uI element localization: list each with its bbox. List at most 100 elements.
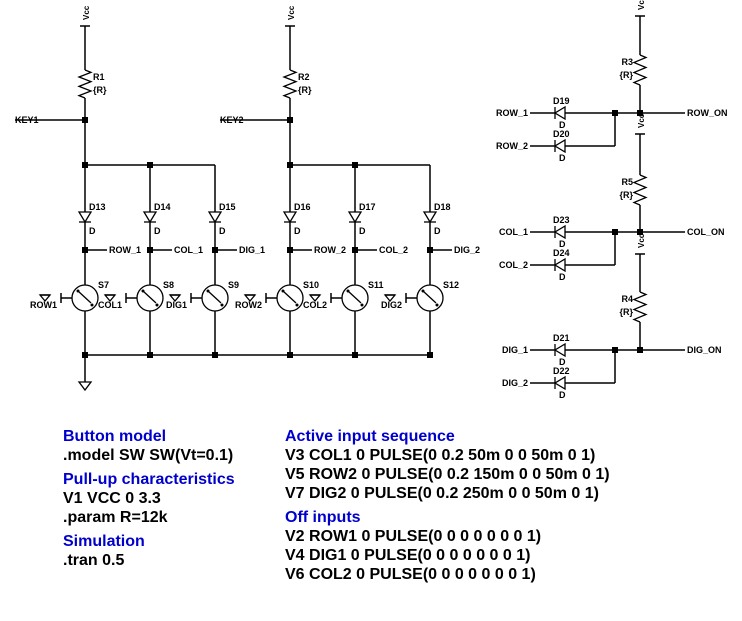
resistor-zigzag: [77, 69, 93, 99]
key-net-label: KEY1: [15, 115, 39, 125]
net-label: DIG_1: [239, 245, 265, 255]
resistor-name: R3: [621, 57, 633, 67]
net-label: COL_2: [499, 260, 528, 270]
diode-triangle: [553, 342, 566, 358]
diode-name: D13: [89, 202, 106, 212]
diode-model: D: [359, 226, 366, 236]
switch-blade: [282, 290, 297, 304]
pullup-line: .param R=12k: [63, 509, 168, 526]
switch-contact: [435, 303, 439, 307]
ground-icon: [168, 294, 182, 303]
junction-dot: [82, 117, 88, 123]
button-model-header: Button model: [63, 428, 167, 445]
resistor-name: R2: [298, 72, 310, 82]
switch-ctrl-label: ROW2: [235, 300, 262, 310]
switch-blade: [207, 290, 222, 304]
simulation-line: .tran 0.5: [63, 552, 125, 569]
pullup-header: Pull-up characteristics: [63, 471, 235, 488]
net-label: DIG_2: [454, 245, 480, 255]
switch-ctrl-label: DIG1: [166, 300, 187, 310]
off-header: Off inputs: [285, 509, 361, 526]
switch-blade: [347, 290, 362, 304]
vcc-label: Vcc: [637, 0, 646, 10]
active-line: V7 DIG2 0 PULSE(0 0.2 250m 0 0 50m 0 1): [285, 485, 599, 502]
net-label: ROW_2: [496, 141, 528, 151]
out-net-label: ROW_ON: [687, 108, 728, 118]
resistor-zigzag: [632, 54, 648, 86]
diode-model: D: [294, 226, 301, 236]
off-line: V4 DIG1 0 PULSE(0 0 0 0 0 0 0 1): [285, 547, 531, 564]
vcc-label: Vcc: [637, 113, 646, 128]
diode-name: D17: [359, 202, 376, 212]
vcc-label: Vcc: [637, 233, 646, 248]
switch-ctrl-label: ROW1: [30, 300, 57, 310]
diode-model: D: [559, 239, 566, 249]
switch-blade: [142, 290, 157, 304]
resistor-zigzag: [282, 69, 298, 99]
simulation-header: Simulation: [63, 533, 145, 550]
diode-name: D18: [434, 202, 451, 212]
diode-name: D14: [154, 202, 171, 212]
resistor-value: {R}: [298, 85, 312, 95]
ground-icon: [103, 294, 117, 303]
diode-model: D: [89, 226, 96, 236]
junction-dot: [287, 117, 293, 123]
active-line: V3 COL1 0 PULSE(0 0.2 50m 0 0 50m 0 1): [285, 447, 596, 464]
switch-contact: [220, 303, 224, 307]
diode-triangle: [422, 211, 438, 224]
resistor-value: {R}: [619, 190, 633, 200]
switch-ctrl-label: DIG2: [381, 300, 402, 310]
diode-name: D19: [553, 96, 570, 106]
pullup-line: V1 VCC 0 3.3: [63, 490, 161, 507]
resistor-value: {R}: [619, 70, 633, 80]
diode-name: D16: [294, 202, 311, 212]
switch-blade: [77, 290, 92, 304]
active-line: V5 ROW2 0 PULSE(0 0.2 150m 0 0 50m 0 1): [285, 466, 610, 483]
resistor-value: {R}: [93, 85, 107, 95]
pullup-block: Pull-up characteristics V1 VCC 0 3.3 .pa…: [63, 470, 235, 527]
resistor-zigzag: [632, 174, 648, 206]
switch-contact: [141, 289, 145, 293]
diode-name: D22: [553, 366, 570, 376]
diode-name: D15: [219, 202, 236, 212]
diode-triangle: [282, 211, 298, 224]
junction-dot: [637, 229, 643, 235]
ground-icon: [243, 294, 257, 303]
switch-contact: [360, 303, 364, 307]
diode-name: D24: [553, 248, 570, 258]
diode-triangle: [553, 375, 566, 391]
diode-model: D: [219, 226, 226, 236]
switch-name: S11: [368, 280, 384, 290]
switch-blade: [422, 290, 437, 304]
diode-name: D23: [553, 215, 570, 225]
net-label: COL_1: [499, 227, 528, 237]
resistor-name: R1: [93, 72, 105, 82]
diode-triangle: [553, 138, 566, 154]
switch-name: S10: [303, 280, 319, 290]
net-label: ROW_2: [314, 245, 346, 255]
switch-contact: [206, 289, 210, 293]
switch-ctrl-label: COL1: [98, 300, 122, 310]
junction-dot: [637, 110, 643, 116]
off-line: V6 COL2 0 PULSE(0 0 0 0 0 0 0 1): [285, 566, 536, 583]
resistor-name: R5: [621, 177, 633, 187]
simulation-block: Simulation .tran 0.5: [63, 532, 235, 570]
directives-left: Button model .model SW SW(Vt=0.1) Pull-u…: [63, 427, 235, 575]
diode-model: D: [559, 153, 566, 163]
switch-contact: [421, 289, 425, 293]
net-label: DIG_2: [502, 378, 528, 388]
diode-triangle: [553, 224, 566, 240]
diode-model: D: [434, 226, 441, 236]
switch-contact: [90, 303, 94, 307]
diode-name: D21: [553, 333, 570, 343]
resistor-zigzag: [632, 291, 648, 323]
diode-triangle: [207, 211, 223, 224]
